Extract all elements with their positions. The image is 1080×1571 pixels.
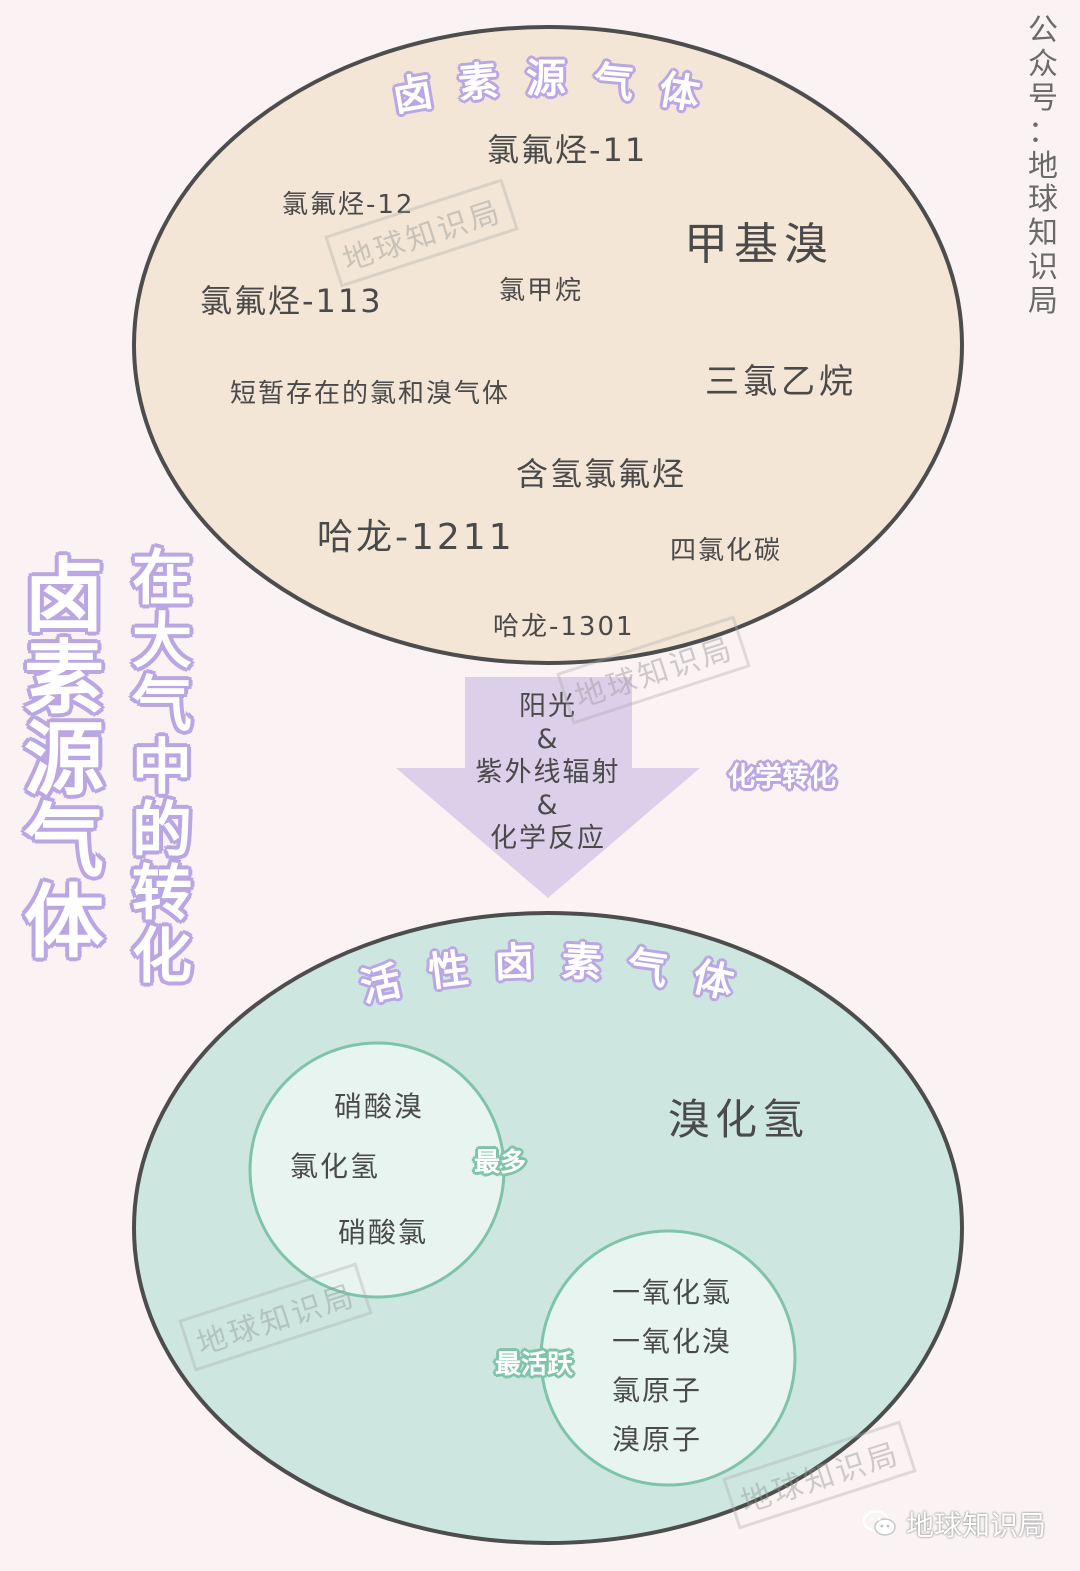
reactive-heading-char: 素 — [560, 938, 603, 988]
gas-methyl-chloride: 氯甲烷 — [499, 276, 584, 306]
active-bro: 一氧化溴 — [612, 1325, 733, 1358]
source-gas-ellipse — [132, 25, 964, 665]
main-title: 卤 素 源 气 体 — [24, 556, 104, 964]
account-char: 众 — [1028, 46, 1058, 82]
gas-hbr: 溴化氢 — [668, 1095, 810, 1144]
sub-title-char: 的 — [132, 796, 192, 866]
main-title-char: 气 — [24, 794, 104, 888]
arrow-label: 阳光 & 紫外线辐射 & 化学反应 — [448, 690, 648, 855]
account-char: 知 — [1028, 216, 1058, 252]
most-active-tag: 最活跃 — [495, 1350, 574, 1380]
account-char: 识 — [1028, 250, 1058, 286]
arrow-line-sunlight: 阳光 — [519, 691, 577, 722]
gas-short-lived: 短暂存在的氯和溴气体 — [230, 379, 511, 409]
most-abundant-tag: 最多 — [474, 1148, 527, 1178]
main-title-char: 素 — [24, 631, 104, 725]
footer-brand: 地球知识局 — [862, 1504, 1046, 1544]
account-char: 地 — [1028, 148, 1058, 184]
active-clo: 一氧化氯 — [612, 1276, 733, 1309]
account-char: 球 — [1028, 182, 1058, 218]
gas-trichloroethane: 三氯乙烷 — [705, 362, 857, 402]
active-cl-atom: 氯原子 — [612, 1374, 703, 1407]
account-char: ： — [1028, 114, 1058, 150]
chemical-conversion-label: 化学转化 — [728, 762, 836, 793]
arrow-line-chemistry: 化学反应 — [490, 823, 606, 854]
reactive-heading-char: 卤 — [493, 939, 535, 987]
sub-title-char: 在 — [132, 544, 192, 614]
footer-brand-label: 地球知识局 — [906, 1509, 1047, 1542]
source-heading-char: 素 — [456, 58, 501, 108]
gas-hcfc: 含氢氯氟烃 — [516, 455, 687, 493]
arrow-line-and: & — [536, 790, 560, 821]
reservoir-bromine-nitrate: 硝酸溴 — [334, 1090, 425, 1123]
sub-title-char: 气 — [132, 670, 192, 740]
main-title-char: 源 — [24, 713, 104, 807]
reservoir-chlorine-nitrate: 硝酸氯 — [338, 1216, 429, 1249]
gas-methyl-bromide: 甲基溴 — [684, 219, 834, 270]
sub-title-char: 中 — [132, 733, 192, 803]
reactive-heading-char: 性 — [425, 945, 472, 997]
reactive-heading-char: 气 — [624, 943, 671, 995]
wechat-icon — [862, 1510, 896, 1536]
reservoir-circle — [248, 1041, 506, 1299]
sub-title-char: 化 — [132, 922, 192, 992]
sub-title: 在 大 气 中 的 转 化 — [132, 548, 192, 989]
gas-halon1211: 哈龙-1211 — [317, 517, 515, 558]
sub-title-char: 大 — [132, 607, 192, 677]
transformation-arrow — [396, 677, 700, 898]
gas-halon1301: 哈龙-1301 — [493, 612, 635, 642]
arrow-line-uv: 紫外线辐射 — [475, 757, 621, 788]
account-vertical-text: 公 众 号 ： 地 球 知 识 局 — [1026, 14, 1060, 319]
arrow-line-and: & — [536, 724, 560, 755]
source-heading-char: 源 — [526, 56, 566, 102]
gas-cfc11: 氯氟烃-11 — [487, 131, 648, 169]
account-char: 局 — [1028, 284, 1058, 320]
account-char: 公 — [1028, 13, 1058, 48]
main-title-char: 体 — [24, 876, 104, 970]
active-br-atom: 溴原子 — [612, 1423, 703, 1456]
source-heading-char: 气 — [591, 58, 636, 108]
gas-ccl4: 四氯化碳 — [670, 536, 783, 566]
main-title-char: 卤 — [24, 550, 104, 643]
account-char: 号 — [1028, 80, 1058, 116]
gas-cfc12: 氯氟烃-12 — [282, 190, 415, 220]
reservoir-hydrogen-chloride: 氯化氢 — [290, 1150, 381, 1183]
gas-cfc113: 氯氟烃-113 — [200, 282, 383, 320]
active-species-circle — [539, 1229, 797, 1487]
sub-title-char: 转 — [132, 859, 192, 929]
